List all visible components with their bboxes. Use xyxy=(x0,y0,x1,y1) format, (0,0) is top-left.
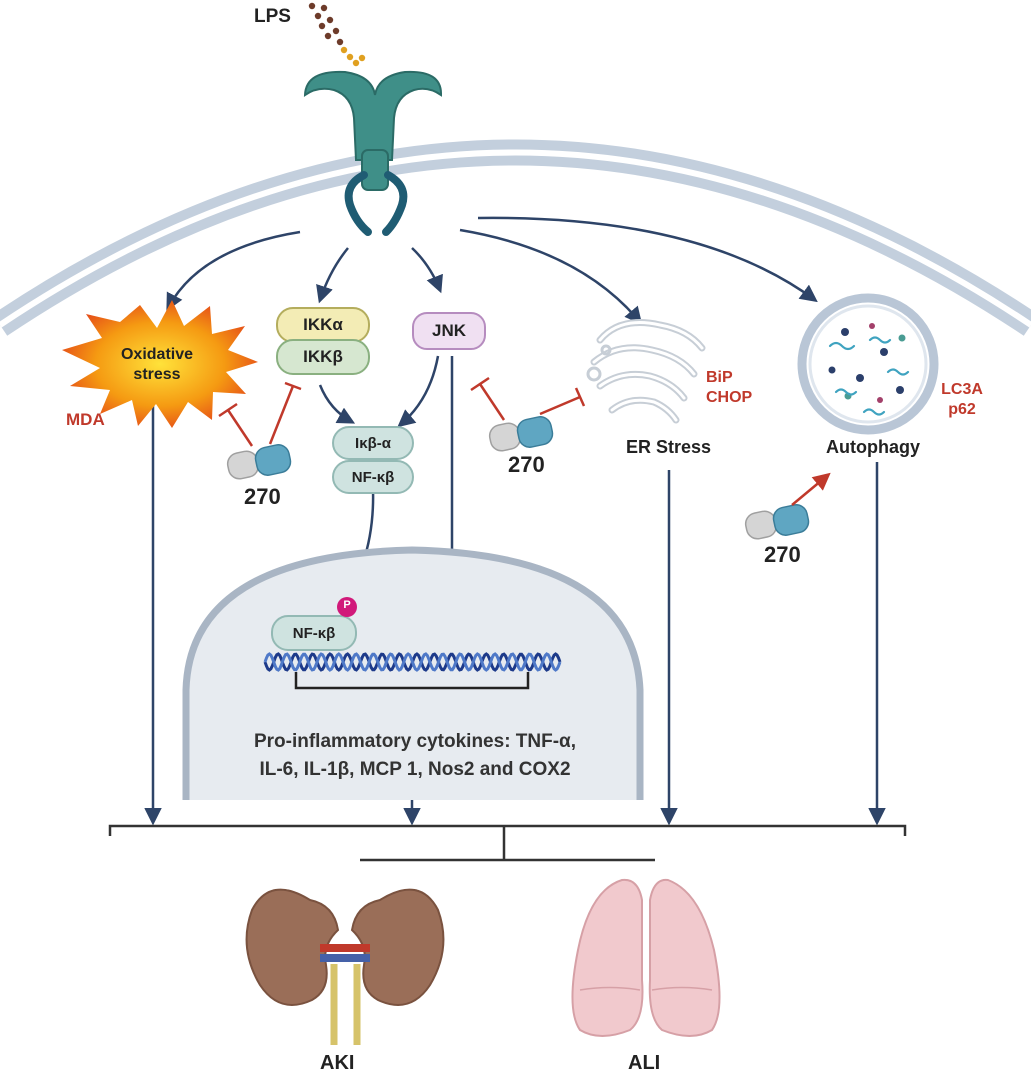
autophagosome-icon xyxy=(797,293,939,435)
lps-molecule-icon xyxy=(308,2,366,67)
ikb-alpha-label: Iκβ-α xyxy=(355,434,391,452)
mda-label: MDA xyxy=(66,410,105,429)
bottom-bracket xyxy=(108,824,907,862)
drug-270-label: 270 xyxy=(244,484,281,509)
phospho-icon xyxy=(337,597,357,617)
inhibition-lines xyxy=(218,376,586,447)
nfkb-box xyxy=(332,460,414,494)
ikk-beta-box xyxy=(276,339,370,375)
drug-capsule-icon xyxy=(744,504,810,540)
drug-capsule-icon xyxy=(488,416,554,452)
jnk-box xyxy=(412,312,486,350)
ikb-alpha-box xyxy=(332,426,414,460)
bip-chop-label: BiP CHOP xyxy=(706,369,753,406)
nfkb-cytoplasm-label: NF-κβ xyxy=(351,468,395,486)
lungs-icon xyxy=(571,878,721,1037)
ikk-beta-label: IKKβ xyxy=(303,347,343,366)
kidneys-icon xyxy=(245,888,445,1045)
dna-helix-icon xyxy=(263,652,562,672)
aki-label: AKI xyxy=(320,1052,355,1074)
oxidative-stress-label: Oxidative stress xyxy=(120,346,194,383)
drug-270-label: 270 xyxy=(764,542,801,567)
lps-label: LPS xyxy=(254,6,291,27)
nfkb-nucleus-box xyxy=(271,615,357,651)
drug-capsule-icon xyxy=(226,444,292,480)
nucleus xyxy=(182,546,644,800)
er-stress-label: ER Stress xyxy=(626,437,712,457)
jnk-label: JNK xyxy=(431,321,466,340)
oxidative-stress-burst-icon xyxy=(62,300,258,428)
autophagy-label: Autophagy xyxy=(826,437,920,457)
er-organelle-icon xyxy=(590,319,706,424)
phospho-label: P xyxy=(343,599,351,611)
dna-bracket xyxy=(294,672,530,690)
activation-arrow xyxy=(791,472,831,506)
lc3a-p62-label: LC3A p62 xyxy=(941,381,983,418)
ali-label: ALI xyxy=(628,1052,661,1074)
cell-membrane xyxy=(0,139,1031,336)
ikk-alpha-label: IKKα xyxy=(303,315,343,334)
signal-arrows xyxy=(144,216,886,826)
cytokines-label: Pro-inflammatory cytokines: TNF-α, IL-6,… xyxy=(253,731,577,780)
drug-270-label: 270 xyxy=(508,452,545,477)
nfkb-nucleus-label: NF-κβ xyxy=(292,624,336,642)
tlr4-receptor-icon xyxy=(303,70,443,236)
